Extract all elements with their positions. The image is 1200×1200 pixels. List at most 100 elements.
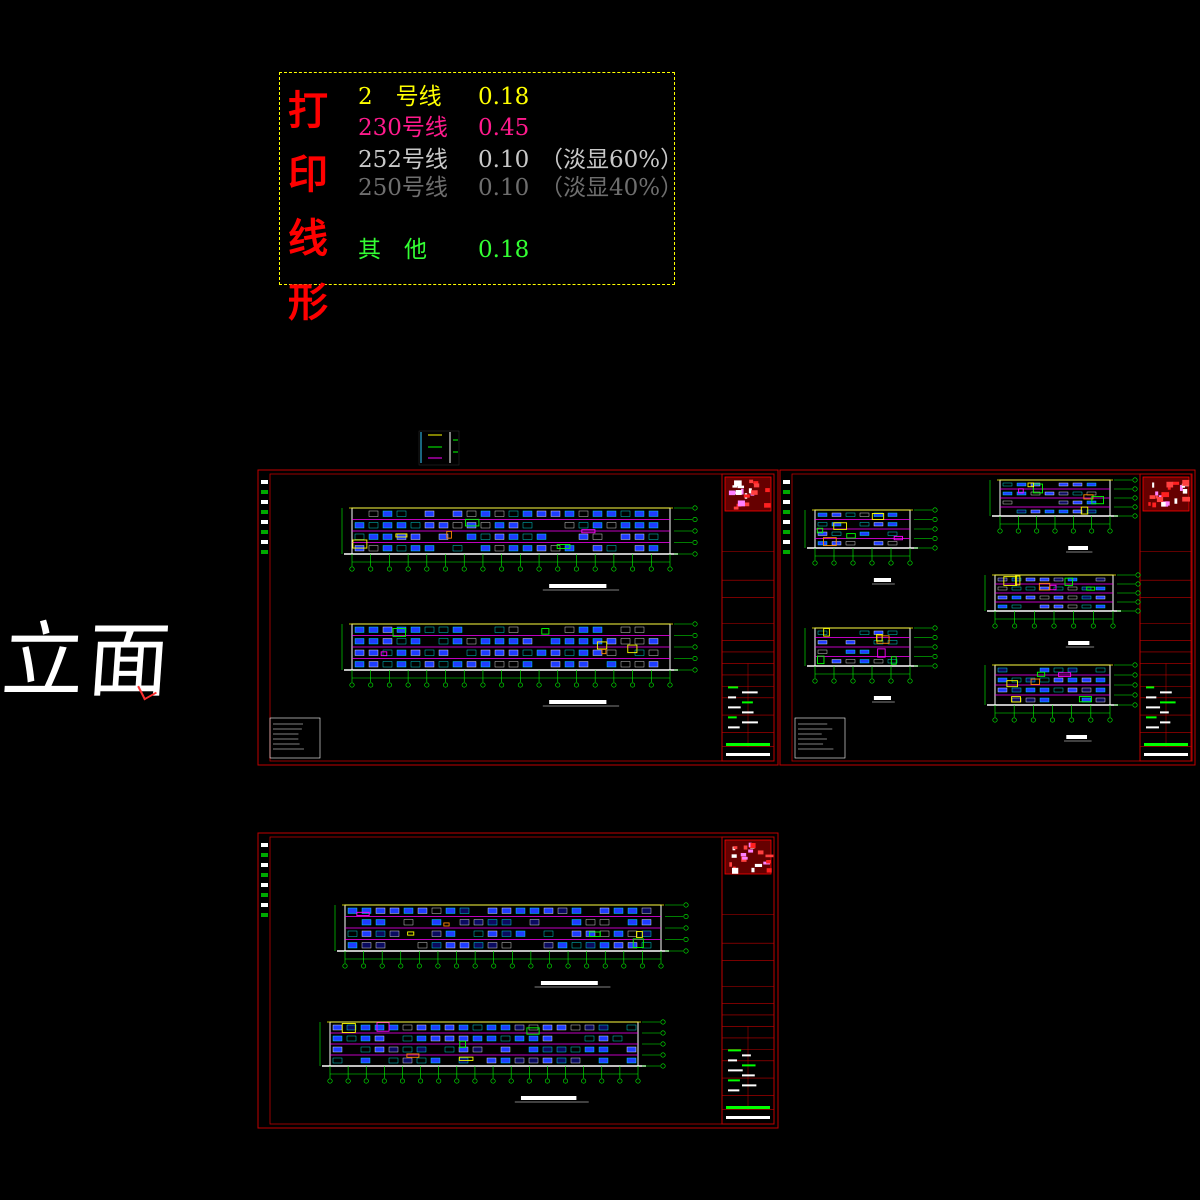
window-panel — [578, 510, 589, 517]
accent-block — [627, 644, 638, 654]
window-panel — [410, 522, 421, 529]
window-panel — [382, 649, 393, 656]
window-panel — [1053, 604, 1064, 609]
accent-block — [407, 931, 415, 936]
grid-bubble — [517, 566, 523, 572]
window-panel — [1067, 586, 1078, 591]
window-panel — [536, 533, 547, 540]
window-panel — [410, 545, 421, 552]
window-panel — [1086, 509, 1097, 514]
logo-mark — [1161, 492, 1170, 498]
window-panel — [592, 545, 603, 552]
grid-bubble — [349, 682, 355, 688]
level-bubble — [1132, 495, 1138, 501]
window-panel — [332, 1035, 343, 1042]
window-panel — [570, 1024, 581, 1031]
window-panel — [578, 661, 589, 668]
window-panel — [431, 919, 442, 926]
window-panel — [599, 942, 610, 949]
level-bubble — [932, 526, 938, 532]
grid-bubble — [1107, 528, 1113, 534]
window-panel — [1002, 500, 1013, 505]
window-panel — [473, 942, 484, 949]
binding-strip-mark — [261, 903, 268, 907]
legend-row-name: 其 他 — [358, 237, 427, 263]
window-panel — [438, 626, 449, 633]
accent-block — [352, 539, 368, 549]
logo-mark — [751, 867, 755, 873]
window-panel — [641, 919, 652, 926]
window-panel — [402, 1057, 413, 1064]
accent-block — [1032, 483, 1043, 494]
accent-block — [459, 1040, 466, 1048]
window-panel — [1081, 677, 1092, 683]
window-panel — [445, 942, 456, 949]
accent-block — [817, 655, 825, 665]
drawing-caption — [549, 584, 607, 588]
title-block-text-stub — [728, 1069, 743, 1072]
window-panel — [873, 640, 884, 645]
window-panel — [458, 1046, 469, 1053]
level-bubble — [1132, 513, 1138, 519]
title-block-text-stub — [1146, 686, 1155, 689]
logo-mark — [735, 490, 742, 495]
logo-mark — [1167, 487, 1171, 490]
grid-bubble — [611, 566, 617, 572]
window-panel — [473, 930, 484, 937]
title-block-stamp — [1144, 743, 1188, 746]
window-panel — [438, 638, 449, 645]
grid-bubble — [667, 566, 673, 572]
title-block — [721, 836, 775, 1125]
window-panel — [424, 626, 435, 633]
grid-bubble — [573, 566, 579, 572]
window-panel — [410, 661, 421, 668]
legend-stamp-icon — [418, 430, 460, 466]
title-block-text-stub — [1146, 716, 1157, 719]
grid-bubble — [386, 682, 392, 688]
binding-strip-mark — [261, 843, 268, 847]
level-bubble — [932, 535, 938, 541]
sheet-elevations-1 — [257, 469, 779, 766]
window-panel — [472, 1024, 483, 1031]
window-panel — [634, 533, 645, 540]
window-panel — [529, 907, 540, 914]
title-block-stamp — [726, 1106, 770, 1109]
grid-bubble — [611, 682, 617, 688]
window-panel — [873, 541, 884, 546]
window-panel — [1053, 667, 1064, 673]
binding-strip-mark — [783, 540, 790, 544]
accent-block — [635, 931, 643, 938]
window-panel — [445, 930, 456, 937]
title-block-text-stub — [742, 1074, 755, 1077]
window-panel — [571, 919, 582, 926]
grid-bubble — [368, 566, 374, 572]
window-panel — [641, 907, 652, 914]
window-panel — [528, 1035, 539, 1042]
notes-box — [269, 717, 321, 759]
window-panel — [444, 1035, 455, 1042]
window-panel — [606, 649, 617, 656]
window-panel — [458, 1024, 469, 1031]
window-panel — [550, 661, 561, 668]
window-panel — [578, 522, 589, 529]
window-panel — [1058, 491, 1069, 496]
window-panel — [1025, 577, 1036, 582]
grid-bubble — [1089, 528, 1095, 534]
grid-bubble — [602, 963, 608, 969]
window-panel — [508, 510, 519, 517]
grid-bubble — [536, 566, 542, 572]
drawing-caption — [873, 578, 891, 582]
window-panel — [1081, 604, 1092, 609]
grid-bubble — [599, 1078, 605, 1084]
window-panel — [571, 907, 582, 914]
grid-bubble — [1070, 528, 1076, 534]
logo-mark — [737, 485, 745, 489]
window-panel — [598, 1035, 609, 1042]
window-panel — [452, 522, 463, 529]
logo-mark — [729, 862, 733, 867]
binding-strip-mark — [783, 530, 790, 534]
logo-mark — [742, 856, 748, 860]
